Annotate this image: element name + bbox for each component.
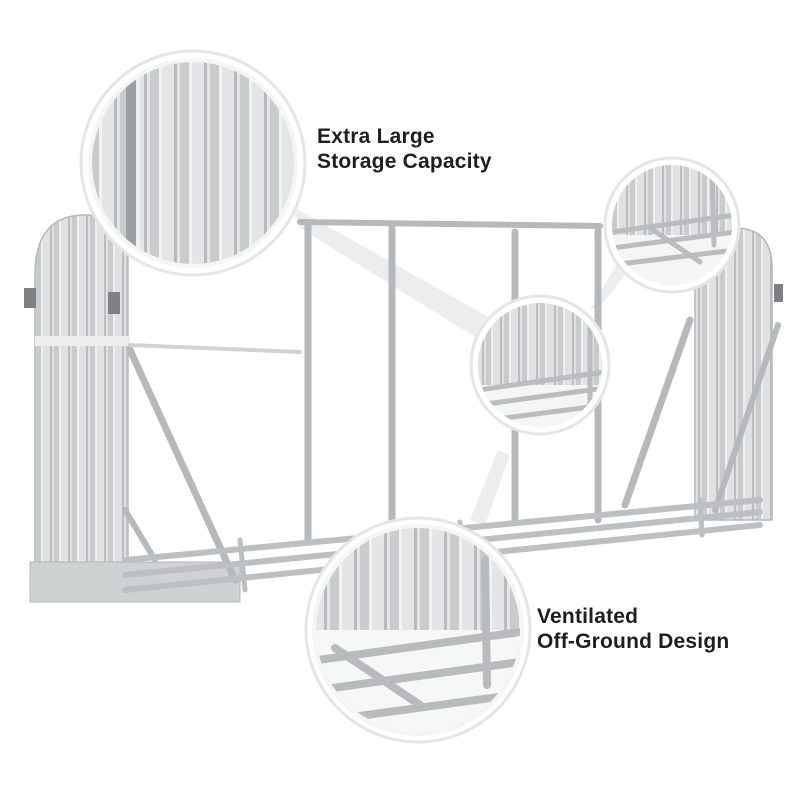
zoom-detail-wall [79,49,307,277]
feature-label-ventilated-line1: Ventilated [537,605,639,628]
zoom-detail-corner [603,156,741,294]
feature-label-storage-line1: Extra Large [317,125,435,148]
feature-label-storage: Extra Large Storage Capacity [317,124,492,174]
feature-label-ventilated: Ventilated Off-Ground Design [537,604,729,654]
left-end-panel [24,214,241,603]
feature-label-ventilated-line2: Off-Ground Design [537,630,730,653]
zoom-detail-frame [469,294,611,436]
zoom-detail-base [304,516,532,744]
feature-label-storage-line2: Storage Capacity [317,150,492,173]
